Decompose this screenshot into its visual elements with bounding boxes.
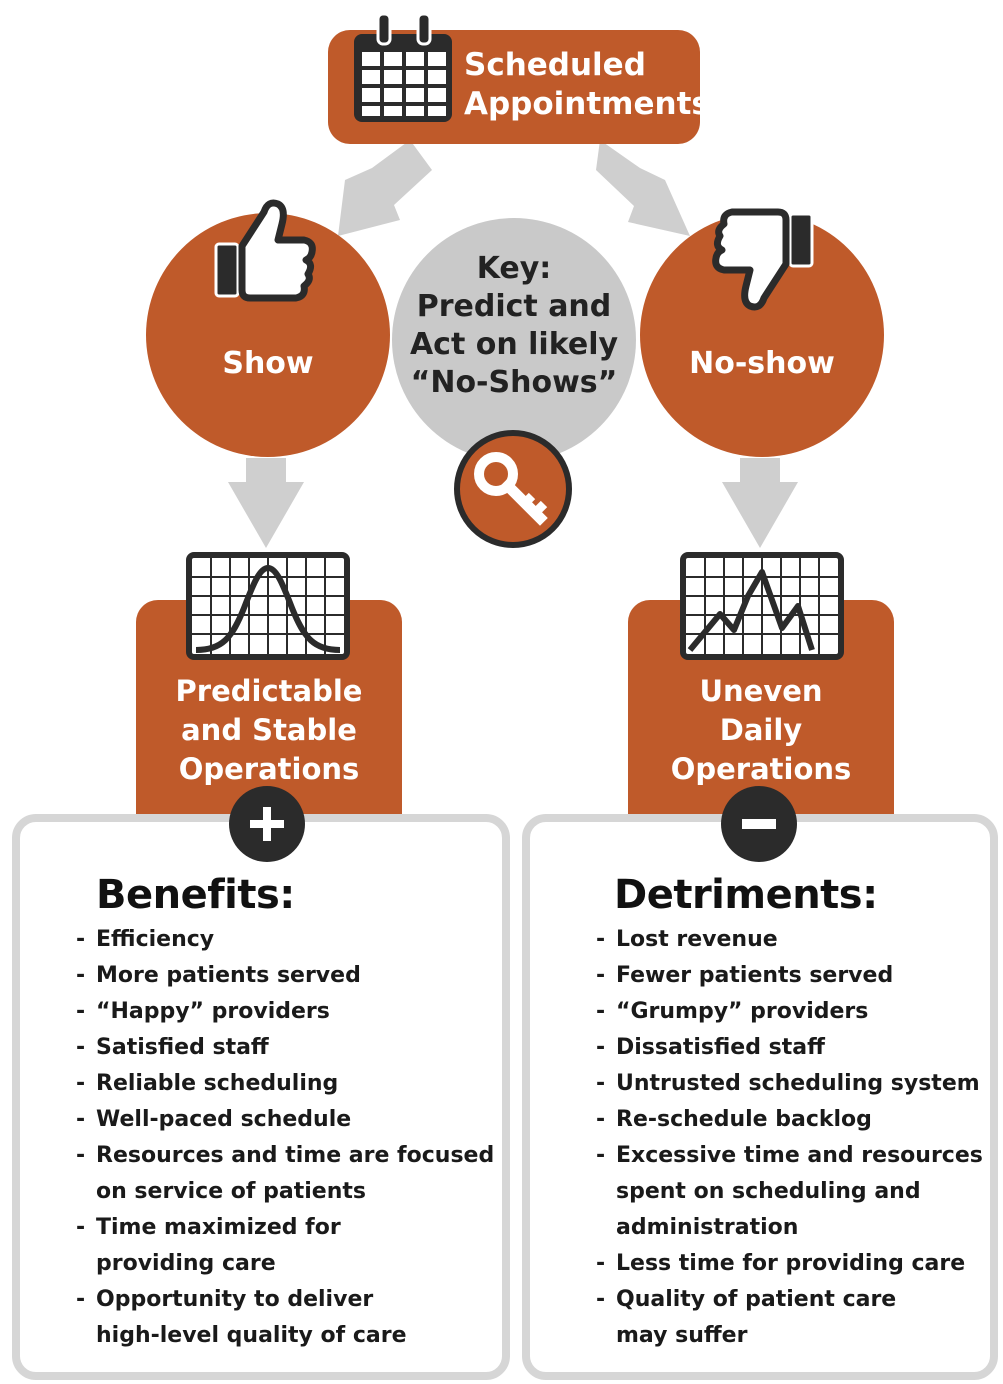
detriments-title: Detriments: [614, 872, 878, 918]
plus-icon [229, 786, 305, 862]
jagged-line-chart-icon [680, 552, 844, 660]
key-line-1: Key: [476, 251, 552, 286]
list-item: -Excessive time and resources spent on s… [596, 1143, 983, 1240]
benefits-panel [12, 814, 510, 1380]
item-text: Lost revenue [616, 927, 778, 952]
detriments-panel [522, 814, 998, 1380]
list-item: -Time maximized for providing care [76, 1215, 341, 1276]
list-item: -“Happy” providers [76, 999, 330, 1024]
title-line-1: Scheduled [464, 47, 646, 83]
list-item: -Untrusted scheduling system [596, 1071, 980, 1096]
right-box-line-3: Operations [670, 752, 852, 786]
left-box-line-1: Predictable [175, 674, 363, 708]
list-item: -Satisfied staff [76, 1035, 269, 1060]
key-badge [454, 430, 572, 548]
list-item: -Fewer patients served [596, 963, 894, 988]
item-text: Untrusted scheduling system [616, 1071, 980, 1096]
item-text: “Grumpy” providers [616, 999, 869, 1024]
item-text: Fewer patients served [616, 963, 894, 988]
benefits-list: -Efficiency -More patients served -“Happ… [76, 922, 506, 1354]
list-item: -Less time for providing care [596, 1251, 966, 1276]
key-line-2: Predict and [416, 289, 612, 324]
key-text: Key: Predict and Act on likely “No-Shows… [392, 250, 636, 402]
title-line-2: Appointments [464, 86, 710, 122]
item-text: More patients served [96, 963, 361, 988]
item-text: Opportunity to deliver high-level qualit… [96, 1287, 407, 1348]
item-text: Quality of patient care may suffer [616, 1287, 897, 1348]
calendar-icon [354, 12, 452, 122]
right-box-line-2: Daily [719, 713, 803, 747]
item-text: Satisfied staff [96, 1035, 269, 1060]
right-box-line-1: Uneven [699, 674, 823, 708]
left-box-line-3: Operations [178, 752, 360, 786]
minus-icon [721, 786, 797, 862]
left-box-line-2: and Stable [181, 713, 357, 747]
list-item: -More patients served [76, 963, 361, 988]
item-text: Re-schedule backlog [616, 1107, 872, 1132]
bell-curve-chart-icon [186, 552, 350, 660]
list-item: -Quality of patient care may suffer [596, 1287, 897, 1348]
list-item: -Opportunity to deliver high-level quali… [76, 1287, 407, 1348]
detriments-list: -Lost revenue -Fewer patients served -“G… [596, 922, 996, 1354]
list-item: -Well-paced schedule [76, 1107, 352, 1132]
list-item: -Dissatisfied staff [596, 1035, 825, 1060]
item-text: Time maximized for providing care [96, 1215, 341, 1276]
item-text: Excessive time and resources spent on sc… [616, 1143, 983, 1240]
list-item: -“Grumpy” providers [596, 999, 869, 1024]
show-label: Show [222, 346, 314, 381]
thumbs-down-icon [712, 208, 814, 311]
thumbs-up-icon [214, 199, 316, 302]
item-text: Well-paced schedule [96, 1107, 352, 1132]
item-text: Efficiency [96, 927, 215, 952]
key-line-3: Act on likely [409, 327, 619, 362]
uneven-operations-label: Uneven Daily Operations [628, 672, 894, 789]
scheduled-appointments-title: Scheduled Appointments [464, 46, 710, 124]
item-text: Dissatisfied staff [616, 1035, 825, 1060]
list-item: -Efficiency [76, 927, 215, 952]
predictable-operations-label: Predictable and Stable Operations [136, 672, 402, 789]
item-text: Less time for providing care [616, 1251, 966, 1276]
item-text: Resources and time are focused on servic… [96, 1143, 495, 1204]
key-icon [474, 452, 548, 526]
no-show-label: No-show [689, 346, 835, 381]
item-text: Reliable scheduling [96, 1071, 339, 1096]
list-item: -Resources and time are focused on servi… [76, 1143, 495, 1204]
list-item: -Re-schedule backlog [596, 1107, 872, 1132]
key-circle [392, 218, 636, 462]
benefits-title: Benefits: [96, 872, 295, 918]
key-line-4: “No-Shows” [410, 365, 618, 400]
list-item: -Reliable scheduling [76, 1071, 339, 1096]
list-item: -Lost revenue [596, 927, 778, 952]
item-text: “Happy” providers [96, 999, 330, 1024]
